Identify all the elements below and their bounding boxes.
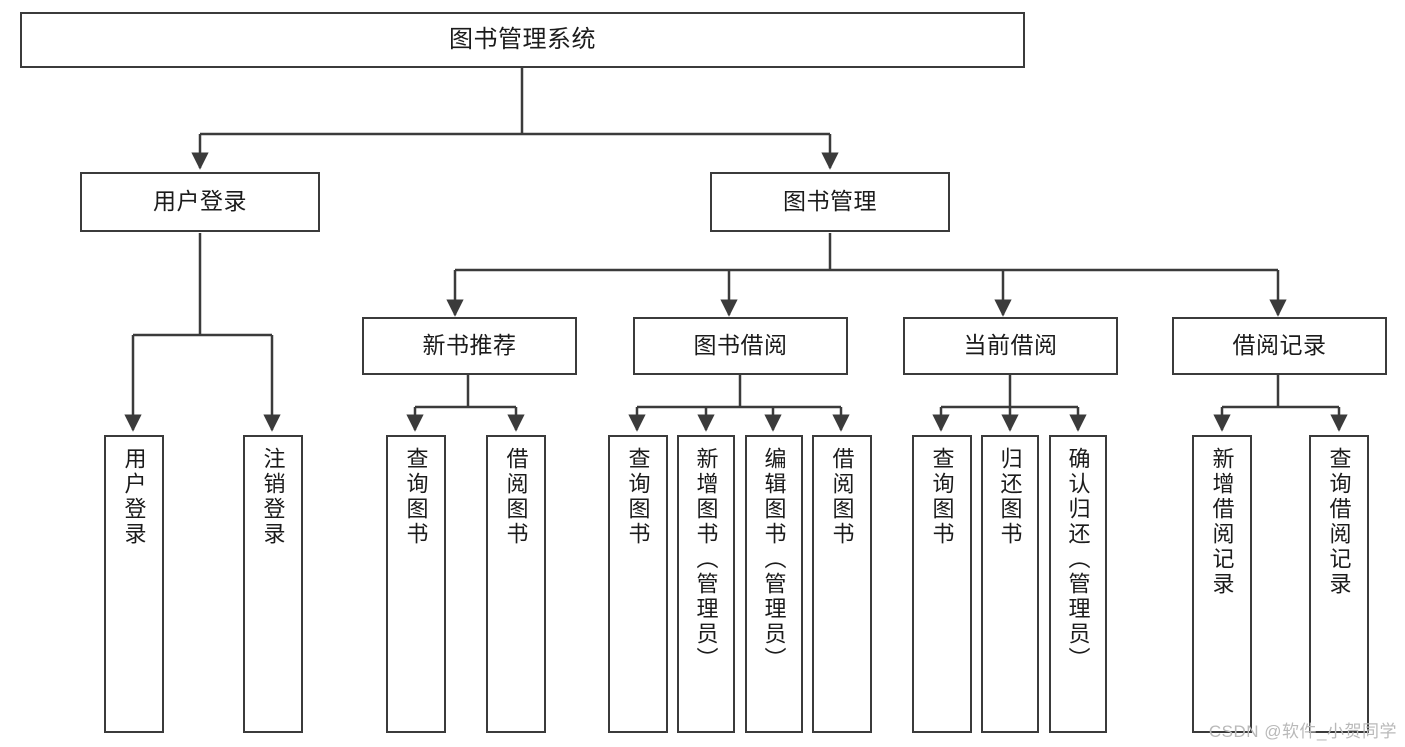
node-label: 查询图书 [625, 447, 651, 547]
node-label: 归还图书 [997, 447, 1023, 547]
node-label: 借阅图书 [829, 447, 855, 547]
leaf-book-borrow-edit[interactable]: 编辑图书（管理员） [745, 435, 803, 733]
node-label: 图书管理 [783, 188, 877, 215]
node-label: 新增图书（管理员） [693, 447, 719, 672]
leaf-current-borrow-return[interactable]: 归还图书 [981, 435, 1039, 733]
node-book-management[interactable]: 图书管理 [710, 172, 950, 232]
node-label: 确认归还（管理员） [1065, 447, 1091, 672]
leaf-borrow-record-query[interactable]: 查询借阅记录 [1309, 435, 1369, 733]
watermark-text: CSDN @软件_小贺同学 [1208, 722, 1397, 741]
node-current-borrow[interactable]: 当前借阅 [903, 317, 1118, 375]
leaf-current-borrow-confirm-return[interactable]: 确认归还（管理员） [1049, 435, 1107, 733]
node-label: 新书推荐 [422, 332, 517, 359]
node-label: 图书借阅 [693, 332, 788, 359]
leaf-current-borrow-query[interactable]: 查询图书 [912, 435, 972, 733]
leaf-new-book-borrow[interactable]: 借阅图书 [486, 435, 546, 733]
node-label: 注销登录 [260, 447, 286, 547]
node-label: 借阅图书 [503, 447, 529, 547]
node-new-book-recommend[interactable]: 新书推荐 [362, 317, 577, 375]
node-root-system[interactable]: 图书管理系统 [20, 12, 1025, 68]
node-label: 查询借阅记录 [1326, 447, 1352, 597]
node-borrow-record[interactable]: 借阅记录 [1172, 317, 1387, 375]
node-user-login[interactable]: 用户登录 [80, 172, 320, 232]
leaf-book-borrow-borrow[interactable]: 借阅图书 [812, 435, 872, 733]
node-label: 图书管理系统 [449, 25, 596, 53]
node-label: 用户登录 [121, 447, 147, 547]
node-label: 当前借阅 [963, 332, 1058, 359]
node-book-borrow[interactable]: 图书借阅 [633, 317, 848, 375]
node-label: 新增借阅记录 [1209, 447, 1235, 597]
leaf-user-login-logout[interactable]: 注销登录 [243, 435, 303, 733]
leaf-book-borrow-query[interactable]: 查询图书 [608, 435, 668, 733]
leaf-borrow-record-add[interactable]: 新增借阅记录 [1192, 435, 1252, 733]
node-label: 查询图书 [929, 447, 955, 547]
leaf-book-borrow-add[interactable]: 新增图书（管理员） [677, 435, 735, 733]
leaf-user-login-login[interactable]: 用户登录 [104, 435, 164, 733]
node-label: 借阅记录 [1232, 332, 1327, 359]
node-label: 编辑图书（管理员） [761, 447, 787, 672]
node-label: 查询图书 [403, 447, 429, 547]
node-label: 用户登录 [153, 188, 247, 215]
leaf-new-book-query[interactable]: 查询图书 [386, 435, 446, 733]
